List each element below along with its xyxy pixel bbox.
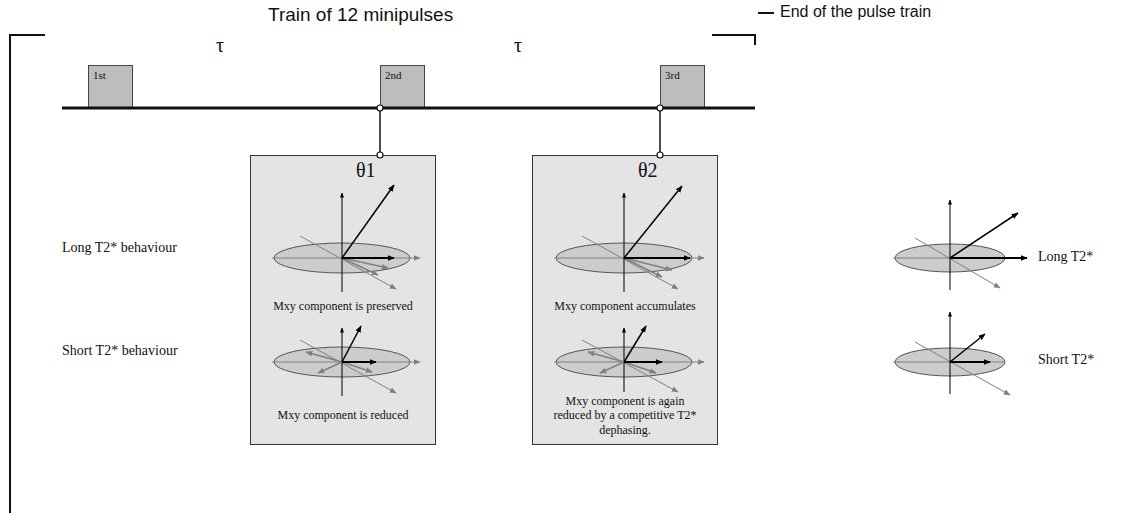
drawing-part [274, 243, 410, 273]
section-heading: End of the pulse train [780, 3, 931, 21]
timeline [62, 107, 755, 110]
drawing-part [712, 35, 755, 45]
drawing-part [342, 185, 394, 258]
drawing-part [950, 200, 951, 290]
drawing-part [624, 258, 662, 277]
drawing-part [582, 340, 678, 392]
spin-diagram [554, 186, 704, 292]
drawing-part [915, 238, 1000, 288]
spin-diagram [554, 326, 704, 392]
flip-angle: θ2 [638, 159, 678, 181]
text-holder: θ1 [356, 159, 396, 181]
drawing-part [624, 186, 682, 258]
connector-line [659, 108, 661, 155]
drawing-part [950, 312, 951, 394]
drawing-part [342, 362, 372, 372]
drawing-part [300, 340, 396, 393]
drawing-part [342, 258, 378, 275]
drawing-part [300, 236, 396, 289]
drawing-part [342, 193, 343, 292]
drawing-part [554, 258, 704, 259]
pulse-number: 1st [89, 66, 132, 81]
drawing-part [624, 362, 656, 373]
rf-minipulse: 1st [88, 65, 133, 108]
drawing-part [554, 362, 704, 363]
pulse-link [657, 105, 663, 158]
interval-symbol: τ [514, 34, 522, 57]
spin-diagram [893, 200, 1027, 290]
drawing-part [342, 361, 376, 363]
diagram-title: Train of 12 minipulses [268, 4, 453, 26]
drawing-part [624, 328, 625, 392]
connector-dot [657, 105, 663, 111]
drawing-part [895, 244, 1005, 272]
pulse-number: 2nd [381, 66, 424, 81]
drawing-part [342, 326, 361, 362]
drawing-part [556, 347, 692, 377]
text-holder: Mxy component is reduced [257, 408, 429, 422]
drawing-part [342, 258, 388, 268]
drawing-part [950, 334, 985, 362]
drawing-part [10, 35, 45, 513]
magnetization-panel: θ2Mxy component accumulatesMxy component… [532, 155, 718, 445]
panel-caption: Mxy component is again reduced by a comp… [547, 394, 703, 437]
drawing-part [582, 236, 678, 289]
drawing-part [950, 257, 1027, 259]
flip-angle: θ1 [356, 159, 396, 181]
drawing-part [895, 348, 1005, 376]
rf-minipulse: 3rd [660, 65, 705, 108]
magnetization-panel: θ1Mxy component is preservedMxy componen… [250, 155, 436, 445]
drawing-part [342, 328, 343, 396]
connector-dot [377, 152, 383, 158]
drawing-part [893, 362, 1005, 363]
text-holder: θ2 [638, 159, 678, 181]
spin-diagram [272, 185, 420, 292]
drawing-part [306, 352, 342, 362]
drawing-part [624, 258, 672, 270]
row-label: Short T2* behaviour [62, 343, 178, 359]
row-label: Short T2* [1038, 352, 1094, 368]
drawing-part [758, 12, 774, 14]
rf-minipulse: 2nd [380, 65, 425, 108]
drawing-part [272, 258, 420, 259]
drawing-part [556, 243, 692, 273]
connector-dot [657, 152, 663, 158]
panel-caption: Mxy component is preserved [257, 299, 429, 313]
panel-caption: Mxy component accumulates [539, 299, 711, 313]
drawing-part [342, 257, 394, 259]
drawing-part [600, 362, 624, 373]
drawing-part [272, 362, 420, 363]
connector-line [379, 108, 381, 155]
row-label: Long T2* [1038, 249, 1093, 265]
spin-diagram [893, 312, 1010, 395]
drawing-part [950, 213, 1018, 258]
drawing-part [318, 362, 342, 373]
pulse-link [377, 105, 383, 158]
panel-caption: Mxy component is reduced [257, 408, 429, 422]
drawing-part [624, 326, 646, 362]
drawing-part [624, 193, 625, 292]
drawing-part [950, 361, 990, 363]
drawing-part [915, 342, 1010, 395]
spin-diagram [272, 326, 420, 396]
row-label: Long T2* behaviour [62, 240, 177, 256]
interval-symbol: τ [216, 34, 224, 57]
text-holder: Mxy component is again reduced by a comp… [547, 394, 703, 437]
text-holder: Mxy component accumulates [539, 299, 711, 313]
bracket [10, 13, 774, 513]
connector-dot [377, 105, 383, 111]
drawing-part [624, 361, 662, 363]
drawing-part [274, 347, 410, 377]
drawing-part [893, 258, 1005, 259]
drawing-part [588, 352, 624, 362]
text-holder: Mxy component is preserved [257, 299, 429, 313]
drawing-part [624, 257, 690, 259]
pulse-number: 3rd [661, 66, 704, 81]
